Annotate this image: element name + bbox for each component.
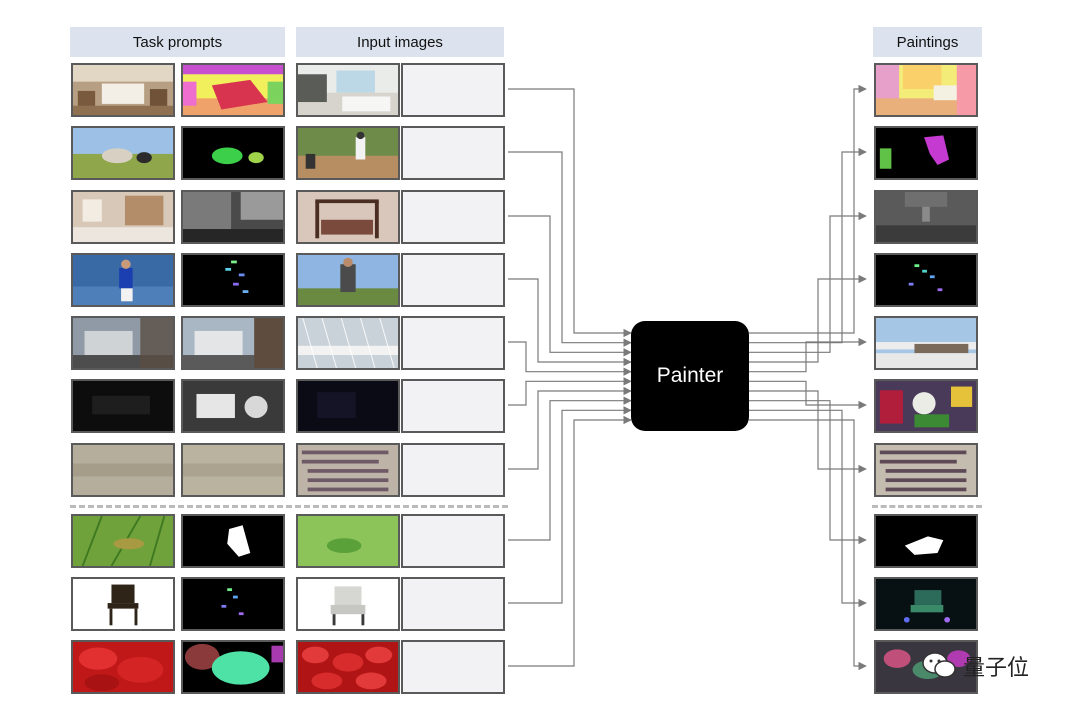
input-blank-9 <box>401 577 505 631</box>
input-blank-4 <box>401 253 505 307</box>
output-wire-9 <box>749 409 867 608</box>
input-dark-toys-photo <box>296 379 400 433</box>
input-wire-6 <box>508 377 632 406</box>
output-wire-6 <box>749 380 867 410</box>
input-wire-2 <box>508 151 632 347</box>
painter-label: Painter <box>656 364 724 387</box>
input-wire-5 <box>508 341 632 376</box>
prompt-grasshopper-mask <box>181 514 285 568</box>
input-blank-1 <box>401 63 505 117</box>
painting-cricket-mask <box>874 514 978 568</box>
painting-denoised-text-document <box>874 443 978 497</box>
painting-derained-bridge-photo <box>874 316 978 370</box>
output-wire-3 <box>749 211 867 353</box>
watermark-text: 量子位 <box>963 656 1030 681</box>
prompt-chair-photo <box>71 577 175 631</box>
input-blood-cells-photo-2 <box>296 640 400 694</box>
input-armchair-photo <box>296 577 400 631</box>
output-wire-7 <box>749 390 867 474</box>
input-wire-7 <box>508 386 632 470</box>
input-blank-5 <box>401 316 505 370</box>
output-wire-5 <box>749 337 867 373</box>
input-kitchen-photo <box>296 63 400 117</box>
painting-man-keypoints <box>874 253 978 307</box>
prompt-rainy-building-photo <box>71 316 175 370</box>
input-wire-1 <box>508 88 632 338</box>
prompt-bedroom-photo <box>71 63 175 117</box>
input-wire-4 <box>508 278 632 367</box>
input-canopy-bed-photo <box>296 190 400 244</box>
prompt-enhanced-dishes-photo <box>181 379 285 433</box>
input-blank-2 <box>401 126 505 180</box>
task-prompts-header: Task prompts <box>70 27 285 57</box>
input-wire-8 <box>508 396 632 541</box>
input-cricket-photo <box>296 514 400 568</box>
input-blank-10 <box>401 640 505 694</box>
input-images-label: Input images <box>357 33 443 51</box>
prompt-noisy-texture <box>71 443 175 497</box>
input-blank-7 <box>401 443 505 497</box>
input-wire-3 <box>508 215 632 357</box>
input-blank-6 <box>401 379 505 433</box>
task-prompts-label: Task prompts <box>132 33 223 51</box>
wechat-logo-icon <box>922 652 956 678</box>
painting-kitchen-segmentation <box>874 63 978 117</box>
prompt-room-depth-map <box>181 190 285 244</box>
input-wire-10 <box>508 415 632 667</box>
prompt-room-photo <box>71 190 175 244</box>
painting-enhanced-toys-photo <box>874 379 978 433</box>
painting-armchair-parts <box>874 577 978 631</box>
input-images-header: Input images <box>296 27 504 57</box>
prompt-tennis-player-photo <box>71 253 175 307</box>
prompt-denoised-texture <box>181 443 285 497</box>
prompt-tennis-keypoints <box>181 253 285 307</box>
section-divider-left <box>70 505 508 508</box>
output-wire-4 <box>749 274 867 363</box>
output-wire-10 <box>749 419 867 671</box>
prompt-grasshopper-photo <box>71 514 175 568</box>
paintings-header: Paintings <box>873 27 982 57</box>
painting-bed-depth-map <box>874 190 978 244</box>
input-blank-3 <box>401 190 505 244</box>
input-baseball-photo <box>296 126 400 180</box>
input-blank-8 <box>401 514 505 568</box>
prompt-sheep-field-photo <box>71 126 175 180</box>
painting-baseball-instance-mask <box>874 126 978 180</box>
prompt-blood-cells-segmentation <box>181 640 285 694</box>
prompt-sheep-instance-mask <box>181 126 285 180</box>
prompt-chair-keypoints <box>181 577 285 631</box>
output-wire-8 <box>749 400 867 545</box>
painter-model-block: Painter <box>631 321 749 431</box>
prompt-blood-cells-photo <box>71 640 175 694</box>
output-wire-1 <box>749 84 867 334</box>
watermark: 量子位 <box>921 650 1029 682</box>
input-man-on-grass-photo <box>296 253 400 307</box>
prompt-dark-dishes-photo <box>71 379 175 433</box>
input-rainy-bridge-photo <box>296 316 400 370</box>
paintings-label: Paintings <box>896 33 959 51</box>
prompt-derained-building-photo <box>181 316 285 370</box>
input-wire-9 <box>508 406 632 604</box>
prompt-bedroom-segmentation <box>181 63 285 117</box>
input-noisy-text-document <box>296 443 400 497</box>
section-divider-right <box>872 505 982 508</box>
output-wire-2 <box>749 147 867 344</box>
